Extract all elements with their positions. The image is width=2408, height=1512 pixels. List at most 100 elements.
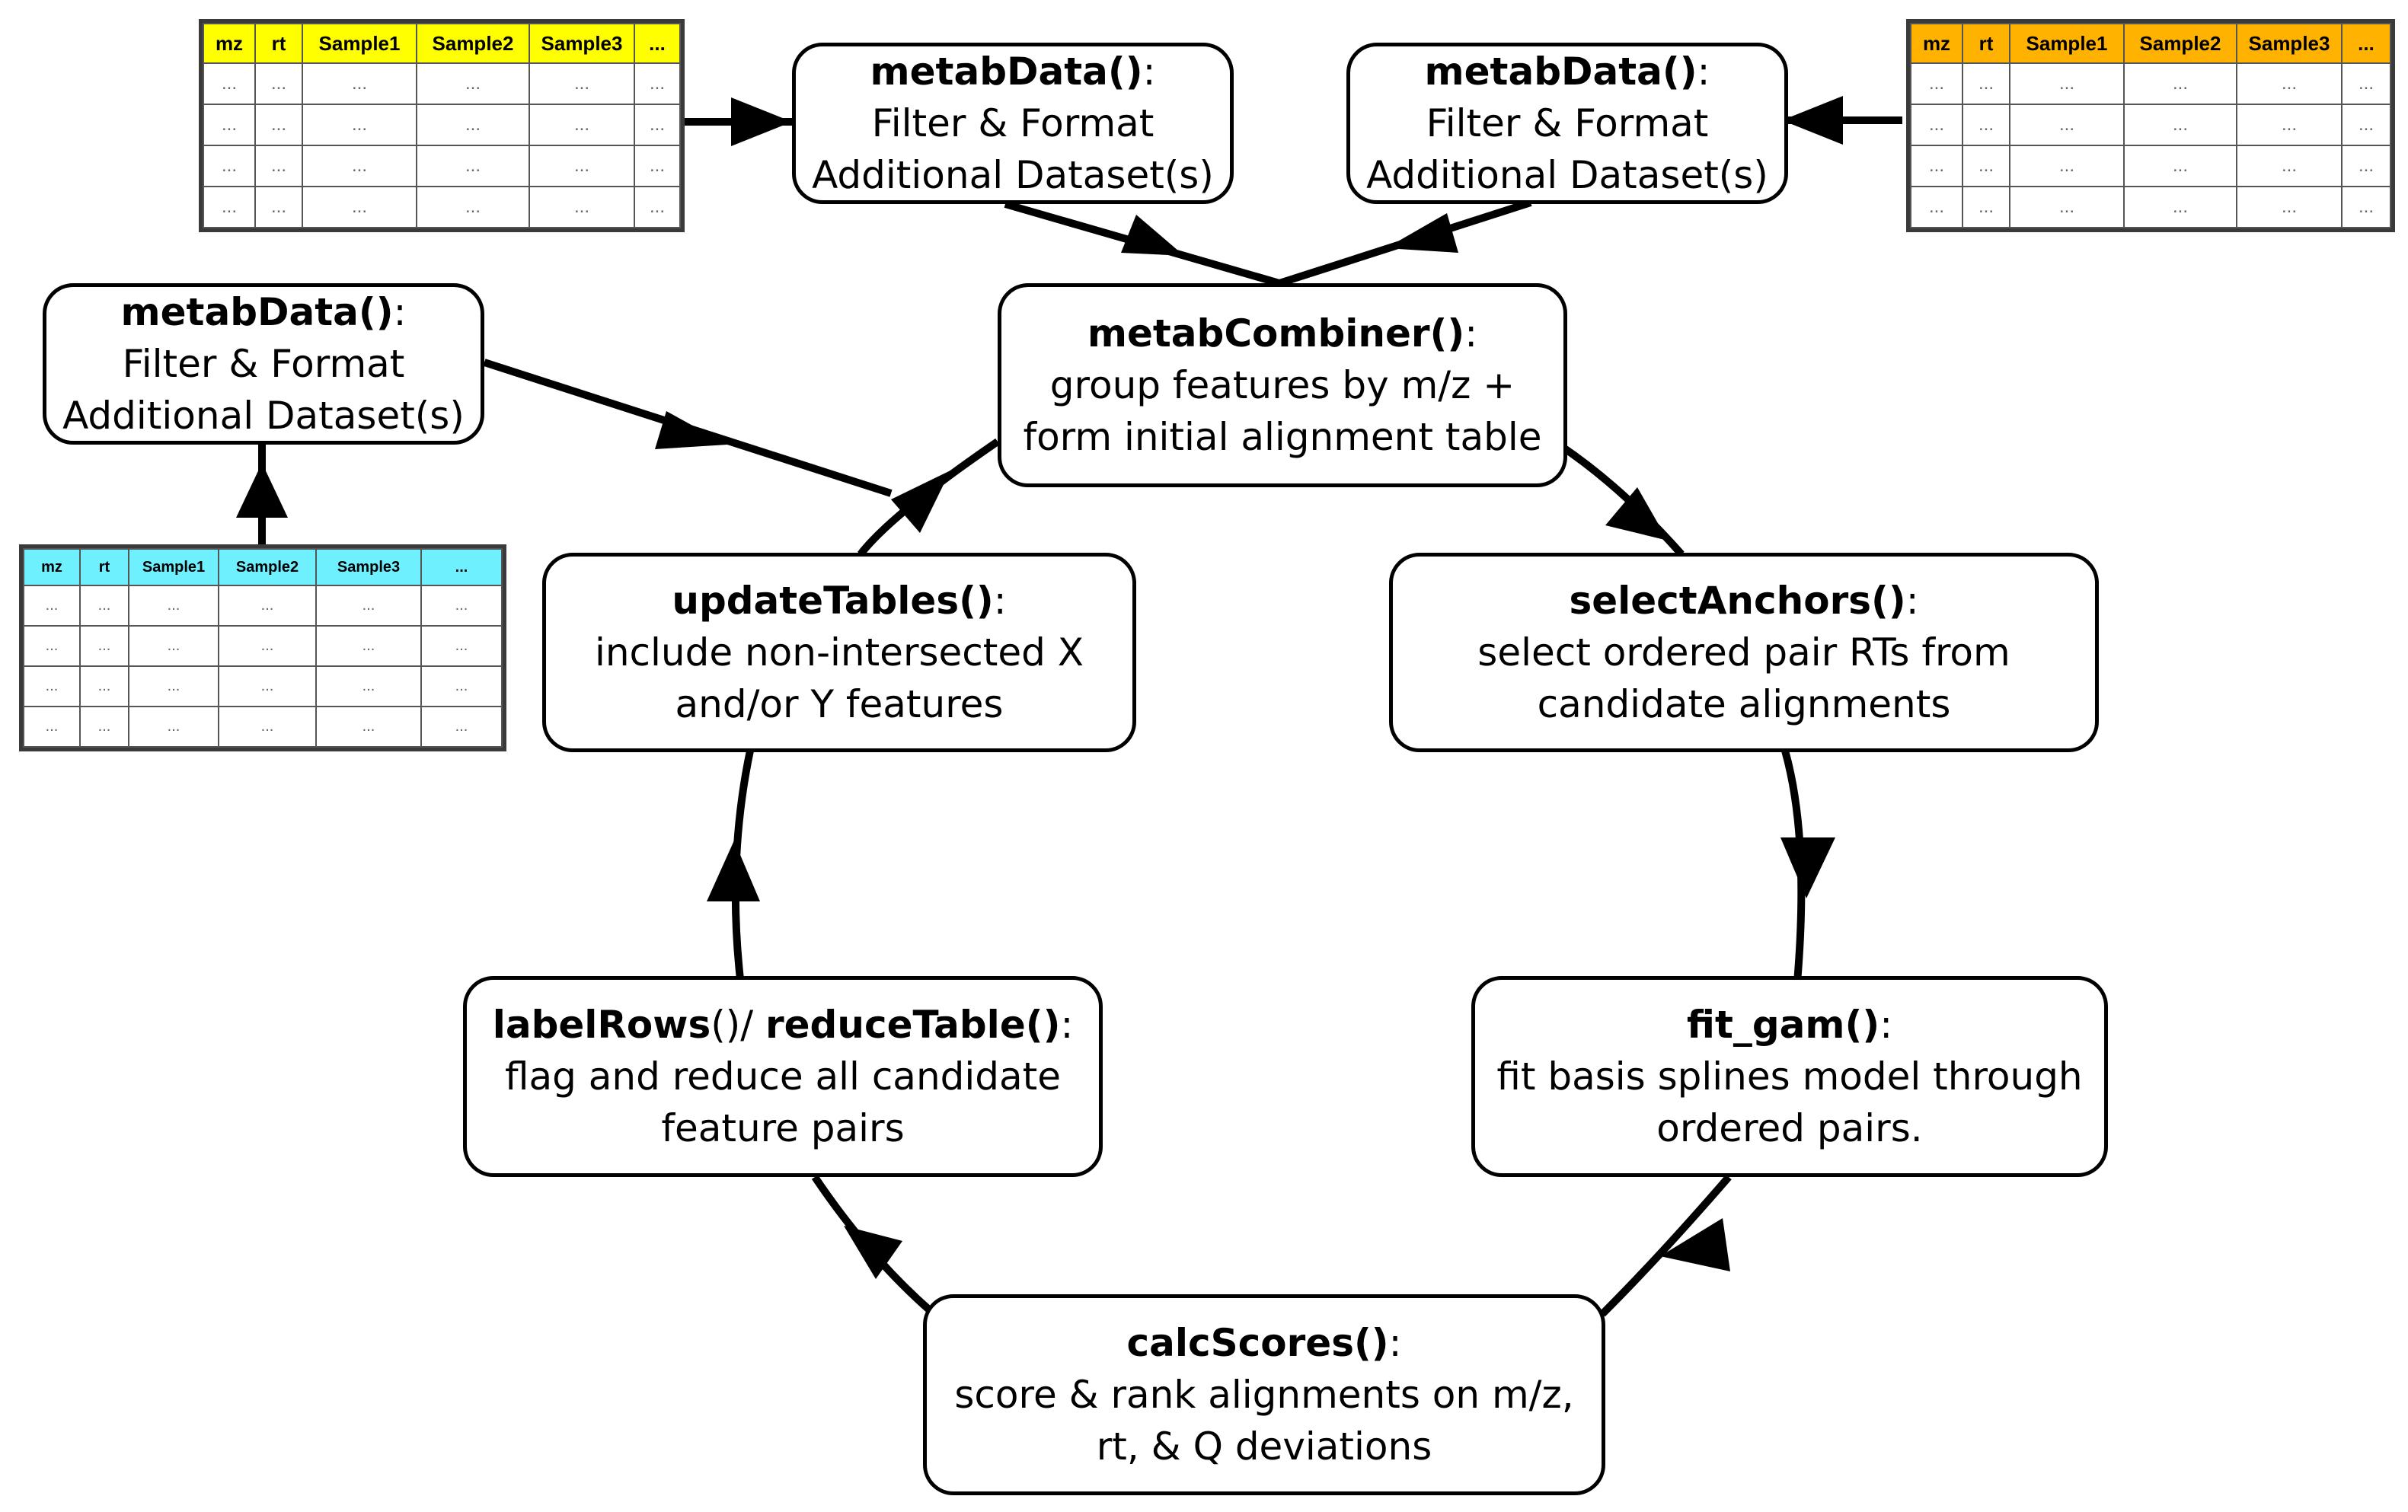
table-cell: ...	[203, 186, 256, 228]
column-header: Sample2	[218, 548, 317, 586]
table-cell: ...	[1962, 62, 2010, 105]
table-cell: ...	[634, 104, 681, 146]
table-row: ..................	[203, 104, 681, 146]
table-cell: ...	[2123, 104, 2237, 146]
table-cell: ...	[529, 145, 635, 187]
table-row: ..................	[1910, 186, 2391, 228]
arrowhead	[236, 463, 288, 518]
table-cell: ...	[23, 706, 81, 748]
table-row: ..................	[23, 585, 503, 627]
arrowhead	[891, 471, 950, 533]
node-text-line: form initial alignment table	[1023, 415, 1542, 459]
node-title: metabData()	[870, 49, 1143, 94]
column-header: rt	[1962, 23, 2010, 64]
title-colon: :	[1879, 1003, 1893, 1047]
node-text-line: and/or Y features	[675, 682, 1004, 726]
node-text-line: select ordered pair RTs from	[1477, 630, 2010, 675]
node-text-line: group features by m/z +	[1049, 363, 1515, 407]
arrowhead	[1782, 96, 1843, 145]
table-cell: ...	[1962, 104, 2010, 146]
table-cell: ...	[128, 706, 219, 748]
table-cell: ...	[128, 585, 219, 627]
node-metabcombiner: metabCombiner(): group features by m/z +…	[998, 283, 1567, 487]
node-text-line: Additional Dataset(s)	[812, 153, 1214, 197]
node-metabdata-top-right: metabData(): Filter & Format Additional …	[1346, 43, 1788, 204]
arrowhead	[655, 411, 727, 449]
node-text-line: Additional Dataset(s)	[62, 394, 465, 438]
node-text-line: candidate alignments	[1537, 682, 1951, 726]
table-cell: ...	[203, 145, 256, 187]
table-cell: ...	[79, 706, 129, 748]
table-cell: ...	[2009, 186, 2125, 228]
table-cell: ...	[254, 104, 303, 146]
table-cell: ...	[416, 104, 530, 146]
table-cell: ...	[128, 665, 219, 707]
column-header: mz	[23, 548, 81, 586]
table-cell: ...	[302, 104, 417, 146]
table-cell: ...	[634, 145, 681, 187]
table-cell: ...	[254, 62, 303, 105]
node-title: calcScores()	[1126, 1321, 1389, 1365]
table-cell: ...	[2341, 62, 2391, 105]
arrowhead	[1386, 213, 1458, 253]
table-row: ..................	[23, 665, 503, 707]
table-cell: ...	[302, 145, 417, 187]
table-cell: ...	[302, 62, 417, 105]
table-cell: ...	[420, 585, 503, 627]
column-header: Sample3	[2236, 23, 2343, 64]
column-header: Sample2	[2123, 23, 2237, 64]
table-cell: ...	[529, 186, 635, 228]
title-colon: :	[1388, 1321, 1402, 1365]
table-cell: ...	[254, 145, 303, 187]
table-cell: ...	[315, 625, 422, 667]
table-cell: ...	[2009, 62, 2125, 105]
table-cell: ...	[315, 706, 422, 748]
arrowhead	[707, 841, 760, 901]
node-title: metabData()	[1424, 49, 1697, 94]
table-row: ..................	[203, 145, 681, 187]
table-cell: ...	[1962, 145, 2010, 187]
table-cell: ...	[218, 625, 317, 667]
table-cell: ...	[218, 585, 317, 627]
column-header: Sample1	[302, 23, 417, 64]
table-row: ..................	[1910, 104, 2391, 146]
column-header: Sample2	[416, 23, 530, 64]
table-row: ..................	[23, 706, 503, 748]
arrowhead	[1780, 837, 1835, 898]
arrowhead	[1605, 487, 1668, 541]
table-cell: ...	[79, 585, 129, 627]
table-cell: ...	[1910, 145, 1963, 187]
node-text-line: feature pairs	[661, 1106, 905, 1150]
node-title-a: labelRows	[492, 1003, 711, 1047]
column-header: mz	[203, 23, 256, 64]
column-header: ...	[634, 23, 681, 64]
table-cell: ...	[420, 665, 503, 707]
table-cell: ...	[218, 665, 317, 707]
column-header: Sample1	[2009, 23, 2125, 64]
table-cell: ...	[634, 62, 681, 105]
table-cell: ...	[2341, 145, 2391, 187]
node-text-line: Filter & Format	[871, 101, 1154, 145]
node-updatetables: updateTables(): include non-intersected …	[542, 553, 1136, 752]
table-cell: ...	[2123, 186, 2237, 228]
table-cell: ...	[1910, 186, 1963, 228]
table-cell: ...	[1962, 186, 2010, 228]
arrowhead	[731, 97, 792, 146]
table-cell: ...	[79, 625, 129, 667]
table-cell: ...	[2009, 145, 2125, 187]
table-cell: ...	[634, 186, 681, 228]
node-title: metabData()	[120, 290, 394, 334]
table-cell: ...	[2236, 104, 2343, 146]
column-header: rt	[79, 548, 129, 586]
table-row: ..................	[1910, 145, 2391, 187]
table-cell: ...	[416, 62, 530, 105]
table-cell: ...	[529, 104, 635, 146]
table-cell: ...	[2236, 145, 2343, 187]
table-cell: ...	[254, 186, 303, 228]
table-row: ..................	[1910, 62, 2391, 105]
